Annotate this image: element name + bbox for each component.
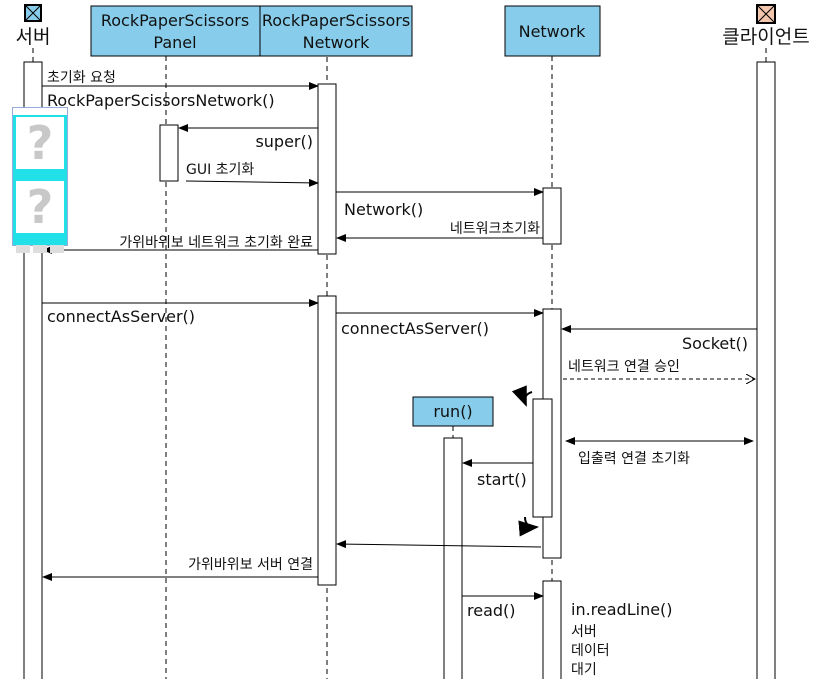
run-header bbox=[412, 396, 494, 427]
panel-header-line2: Panel bbox=[153, 33, 196, 52]
question-mark-image-icon: ? bbox=[16, 117, 64, 169]
gui-window-thumbnail: ? ? bbox=[12, 107, 68, 253]
wait-note-line3: 대기 bbox=[571, 662, 597, 678]
rps-network-header-line1: RockPaperScissors bbox=[262, 11, 410, 30]
run-header-label: run() bbox=[433, 402, 472, 421]
rps-network-activation-1 bbox=[317, 83, 337, 255]
rps-network-header bbox=[259, 5, 413, 57]
client-activation bbox=[756, 61, 776, 679]
init-request-label: 초기화 요청 bbox=[47, 70, 116, 86]
wait-note-line1: 서버 bbox=[571, 624, 597, 640]
rps-network-activation-2 bbox=[317, 295, 337, 586]
wait-note-line2: 데이터 bbox=[571, 643, 610, 659]
socket-label: Socket() bbox=[682, 334, 748, 353]
curved-exit-arrow-icon bbox=[518, 516, 539, 537]
network-accept-label: 네트워크 연결 승인 bbox=[568, 359, 680, 375]
gui-init-label: GUI 초기화 bbox=[186, 162, 254, 178]
thumbnail-buttons bbox=[16, 245, 64, 253]
super-label: super() bbox=[255, 132, 313, 151]
server-connected-label: 가위바위보 서버 연결 bbox=[188, 557, 313, 573]
connect-as-server-label-1: connectAsServer() bbox=[47, 307, 195, 326]
network-header-label: Network bbox=[519, 22, 587, 41]
io-init-label: 입출력 연결 초기화 bbox=[578, 451, 690, 467]
run-activation bbox=[443, 437, 463, 679]
client-label: 클라이언트 bbox=[722, 26, 809, 48]
curved-enter-arrow-icon bbox=[511, 385, 533, 407]
rps-network-ctor-label: RockPaperScissorsNetwork() bbox=[47, 91, 275, 110]
server-label: 서버 bbox=[16, 26, 51, 48]
init-done-label: 가위바위보 네트워크 초기화 완료 bbox=[119, 235, 313, 251]
rps-network-header-line2: Network bbox=[303, 33, 371, 52]
network-ctor-label: Network() bbox=[344, 200, 423, 219]
gui-init-arrow bbox=[185, 178, 319, 187]
panel-activation bbox=[159, 124, 179, 182]
network-activation-1 bbox=[542, 187, 562, 245]
network-init-label: 네트워크초기화 bbox=[450, 221, 540, 237]
read-line-label: in.readLine() bbox=[571, 600, 673, 619]
network-header bbox=[504, 5, 601, 57]
thumbnail-titlebar bbox=[13, 108, 67, 115]
panel-header-line1: RockPaperScissors bbox=[101, 11, 249, 30]
connect-as-server-label-2: connectAsServer() bbox=[341, 319, 489, 338]
question-mark-image-icon: ? bbox=[16, 181, 64, 233]
server-boundary-x-icon bbox=[24, 4, 42, 22]
network-nested-activation bbox=[532, 398, 553, 518]
client-boundary-x-icon bbox=[756, 4, 776, 24]
start-label: start() bbox=[477, 470, 527, 489]
network-activation-3 bbox=[542, 580, 562, 679]
read-label: read() bbox=[467, 601, 516, 620]
return-arrow bbox=[336, 540, 542, 549]
panel-header bbox=[90, 5, 261, 57]
